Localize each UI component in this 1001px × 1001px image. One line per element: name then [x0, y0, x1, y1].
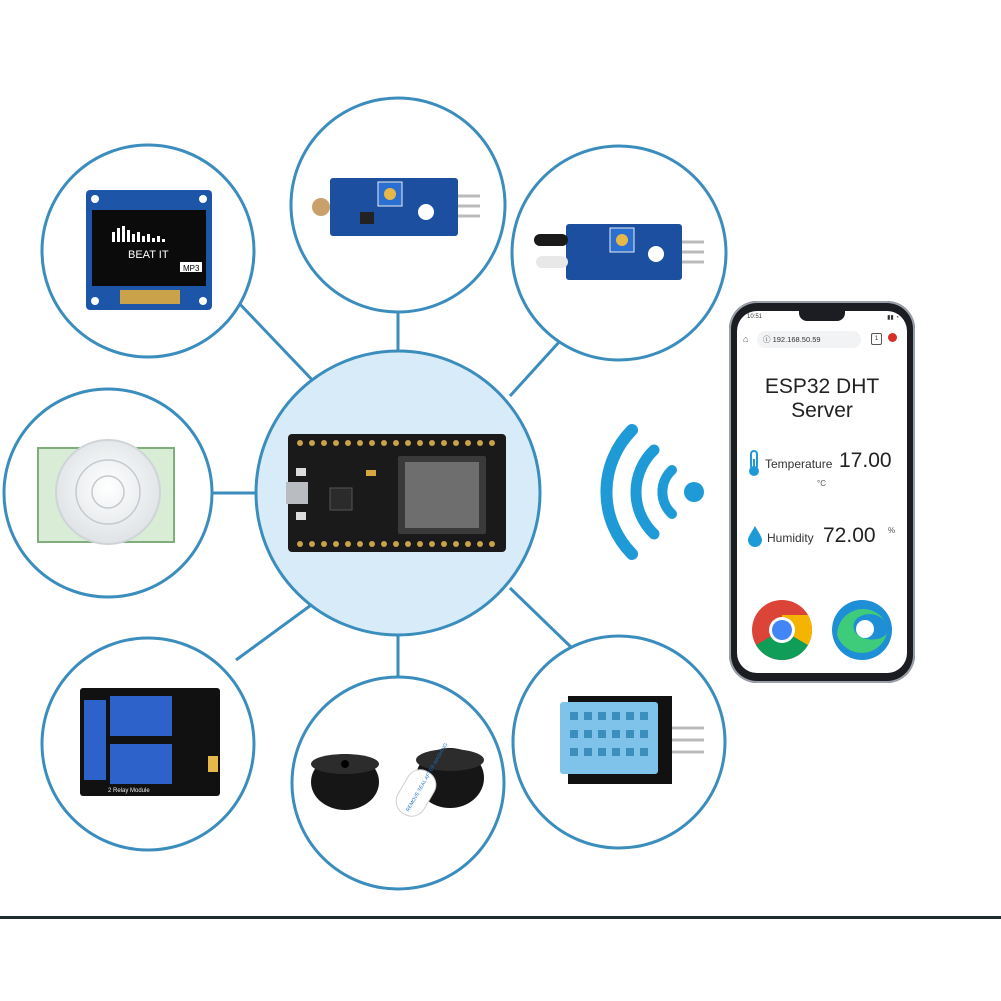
phone-notch	[799, 311, 845, 321]
url-bar[interactable]: ⓘ 192.168.50.59	[757, 331, 861, 348]
connector-dht	[508, 586, 574, 650]
oled-text-beat: BEAT IT	[128, 249, 169, 261]
tab-count: 1	[874, 336, 879, 342]
edge-icon[interactable]	[831, 599, 893, 661]
humidity-unit: %	[888, 526, 896, 535]
page-title-line1: ESP32 DHT	[764, 375, 880, 398]
connector-relay	[235, 598, 319, 662]
temperature-value: 17.00	[839, 449, 892, 472]
humidity-value: 72.00	[823, 524, 876, 547]
esp32-board	[286, 434, 506, 552]
relay-module-node: 2 Relay Module	[40, 636, 256, 852]
connector-oled	[234, 298, 320, 388]
ir-sensor-node	[510, 144, 728, 362]
record-icon[interactable]	[888, 333, 897, 342]
buzzer-node: REMOVE SEAL AFTER WASHING	[290, 675, 506, 891]
light-sensor-node	[289, 96, 507, 314]
humidity-label: Humidity	[767, 531, 814, 545]
wifi-icon	[600, 424, 704, 560]
pir-sensor-node	[2, 387, 214, 599]
url-text: 192.168.50.59	[772, 335, 821, 344]
status-time: 10:51	[747, 314, 763, 320]
tab-count-icon[interactable]: 1	[871, 333, 882, 345]
oled-text-mp3: MP3	[183, 264, 200, 273]
page-title-line2: Server	[791, 399, 853, 422]
phone-screen: 10:51 ▮▮ ◔ ⌂ ⓘ 192.168.50.59 1 ESP32 DHT…	[737, 311, 907, 673]
bottom-divider	[0, 916, 1001, 919]
water-drop-icon	[748, 526, 762, 547]
page-title: ESP32 DHT Server	[737, 375, 907, 423]
chrome-icon[interactable]	[751, 599, 813, 661]
status-icons: ▮▮ ◔	[887, 315, 899, 321]
relay-caption: 2 Relay Module	[108, 788, 150, 794]
home-icon[interactable]: ⌂	[743, 334, 749, 344]
dht11-node	[511, 634, 727, 850]
smartphone: 10:51 ▮▮ ◔ ⌂ ⓘ 192.168.50.59 1 ESP32 DHT…	[729, 301, 915, 683]
thermometer-icon	[749, 450, 759, 476]
temperature-unit: °C	[817, 479, 826, 488]
oled-display-node: BEAT IT MP3	[40, 143, 256, 359]
temperature-label: Temperature	[765, 457, 833, 471]
esp32-hub	[254, 349, 542, 637]
